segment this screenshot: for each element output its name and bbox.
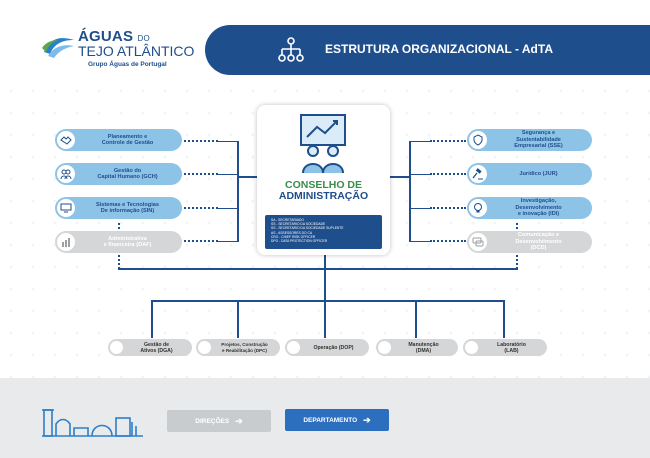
dial-icon — [287, 341, 300, 354]
departamento-legend-button[interactable]: DEPARTAMENTO➔ — [285, 409, 389, 431]
left-connector-vertical — [237, 141, 239, 242]
unit-dma[interactable]: Manutenção(DMA) — [376, 339, 458, 356]
legend-item: CRO - CHIEF RISK OFFICER — [271, 234, 316, 239]
treatment-plant-icon — [42, 409, 143, 437]
arrow-right-icon: ➔ — [235, 415, 243, 426]
drop-0 — [151, 300, 153, 338]
left-stub-0 — [218, 141, 239, 142]
logo-line1: ÁGUAS DO — [78, 28, 150, 45]
drop-2 — [324, 300, 326, 338]
handshake-icon — [57, 131, 75, 149]
board-meeting-icon — [300, 114, 346, 174]
right-dotted-0 — [430, 140, 466, 142]
right-dotted-1 — [430, 173, 466, 175]
legend-item: SA - SECRETARIADO — [271, 218, 304, 222]
wrench-icon — [378, 341, 391, 354]
unit-dop[interactable]: Operação (DOP) — [285, 339, 369, 356]
left-dotted-1 — [184, 173, 218, 175]
footer-legend: DIREÇÕES➔ DEPARTAMENTO➔ — [0, 378, 650, 458]
unit-label: Laboratório(LAB) — [497, 341, 526, 354]
left-dotted-3 — [184, 240, 218, 242]
direcoes-legend-button[interactable]: DIREÇÕES➔ — [167, 410, 271, 432]
right-dotted-3 — [430, 240, 466, 242]
lightbulb-icon — [469, 199, 487, 217]
left-stub-3 — [218, 241, 239, 242]
org-structure-icon — [278, 37, 304, 62]
right-dotted-2 — [430, 207, 466, 209]
unit-label: Operação (DOP) — [313, 344, 354, 351]
drop-3 — [415, 300, 417, 338]
page-title: ESTRUTURA ORGANIZACIONAL - AdTA — [325, 42, 553, 56]
flask-icon — [465, 341, 478, 354]
gear-icon — [110, 341, 123, 354]
helmet-icon — [198, 341, 211, 354]
right-connector-horizontal — [390, 176, 411, 178]
drop-4 — [503, 300, 505, 338]
left-connector-horizontal — [237, 176, 258, 178]
unit-label: Manutenção(DMA) — [408, 341, 439, 354]
unit-lab[interactable]: Laboratório(LAB) — [463, 339, 547, 356]
people-icon — [57, 165, 75, 183]
arrow-right-icon: ➔ — [363, 414, 371, 425]
board-of-directors-box[interactable]: CONSELHO DE ADMINISTRAÇÃO SA - SECRETARI… — [257, 105, 390, 255]
legend-item: AS - ASSESSORES DO CA — [271, 230, 313, 235]
right-stub-1 — [409, 174, 430, 175]
legend-item: SS - SECRETARIO DA SOCIEDADE — [271, 222, 326, 227]
board-legend: SA - SECRETARIADO SS - SECRETARIO DA SOC… — [265, 215, 382, 249]
left-dotted-2 — [184, 207, 218, 209]
left-dotted-0 — [184, 140, 218, 142]
legend-item: DPO - DATA PROTECTION OFFICER — [271, 239, 328, 244]
shield-icon — [469, 131, 487, 149]
right-connector-vertical — [409, 141, 411, 242]
board-title: CONSELHO DE ADMINISTRAÇÃO — [278, 179, 369, 202]
gavel-icon — [469, 165, 487, 183]
trunk-vertical — [324, 255, 326, 301]
logo-line2: TEJO ATLÂNTICO — [78, 43, 195, 59]
right-stub-3 — [409, 241, 430, 242]
bottom-horizontal-link — [118, 268, 518, 270]
drop-1 — [237, 300, 239, 338]
finance-icon — [57, 233, 75, 251]
logo-tagline: Grupo Águas de Portugal — [88, 61, 167, 68]
unit-label: Jurídico (JUR) — [519, 170, 558, 177]
wave-logo-icon — [42, 38, 74, 58]
title-banner: ESTRUTURA ORGANIZACIONAL - AdTA — [205, 25, 650, 75]
right-stub-2 — [409, 208, 430, 209]
right-stub-0 — [409, 141, 430, 142]
left-stub-1 — [218, 174, 239, 175]
bottom-bus — [151, 300, 504, 302]
computer-icon — [57, 199, 75, 217]
chat-icon — [469, 233, 487, 251]
left-stub-2 — [218, 208, 239, 209]
legend-item: SS - SECRETARIO DA SOCIEDADE SUPLENTE — [271, 226, 344, 231]
unit-jur[interactable]: Jurídico (JUR) — [467, 163, 592, 185]
company-logo: ÁGUAS DO TEJO ATLÂNTICO Grupo Águas de P… — [42, 28, 195, 78]
